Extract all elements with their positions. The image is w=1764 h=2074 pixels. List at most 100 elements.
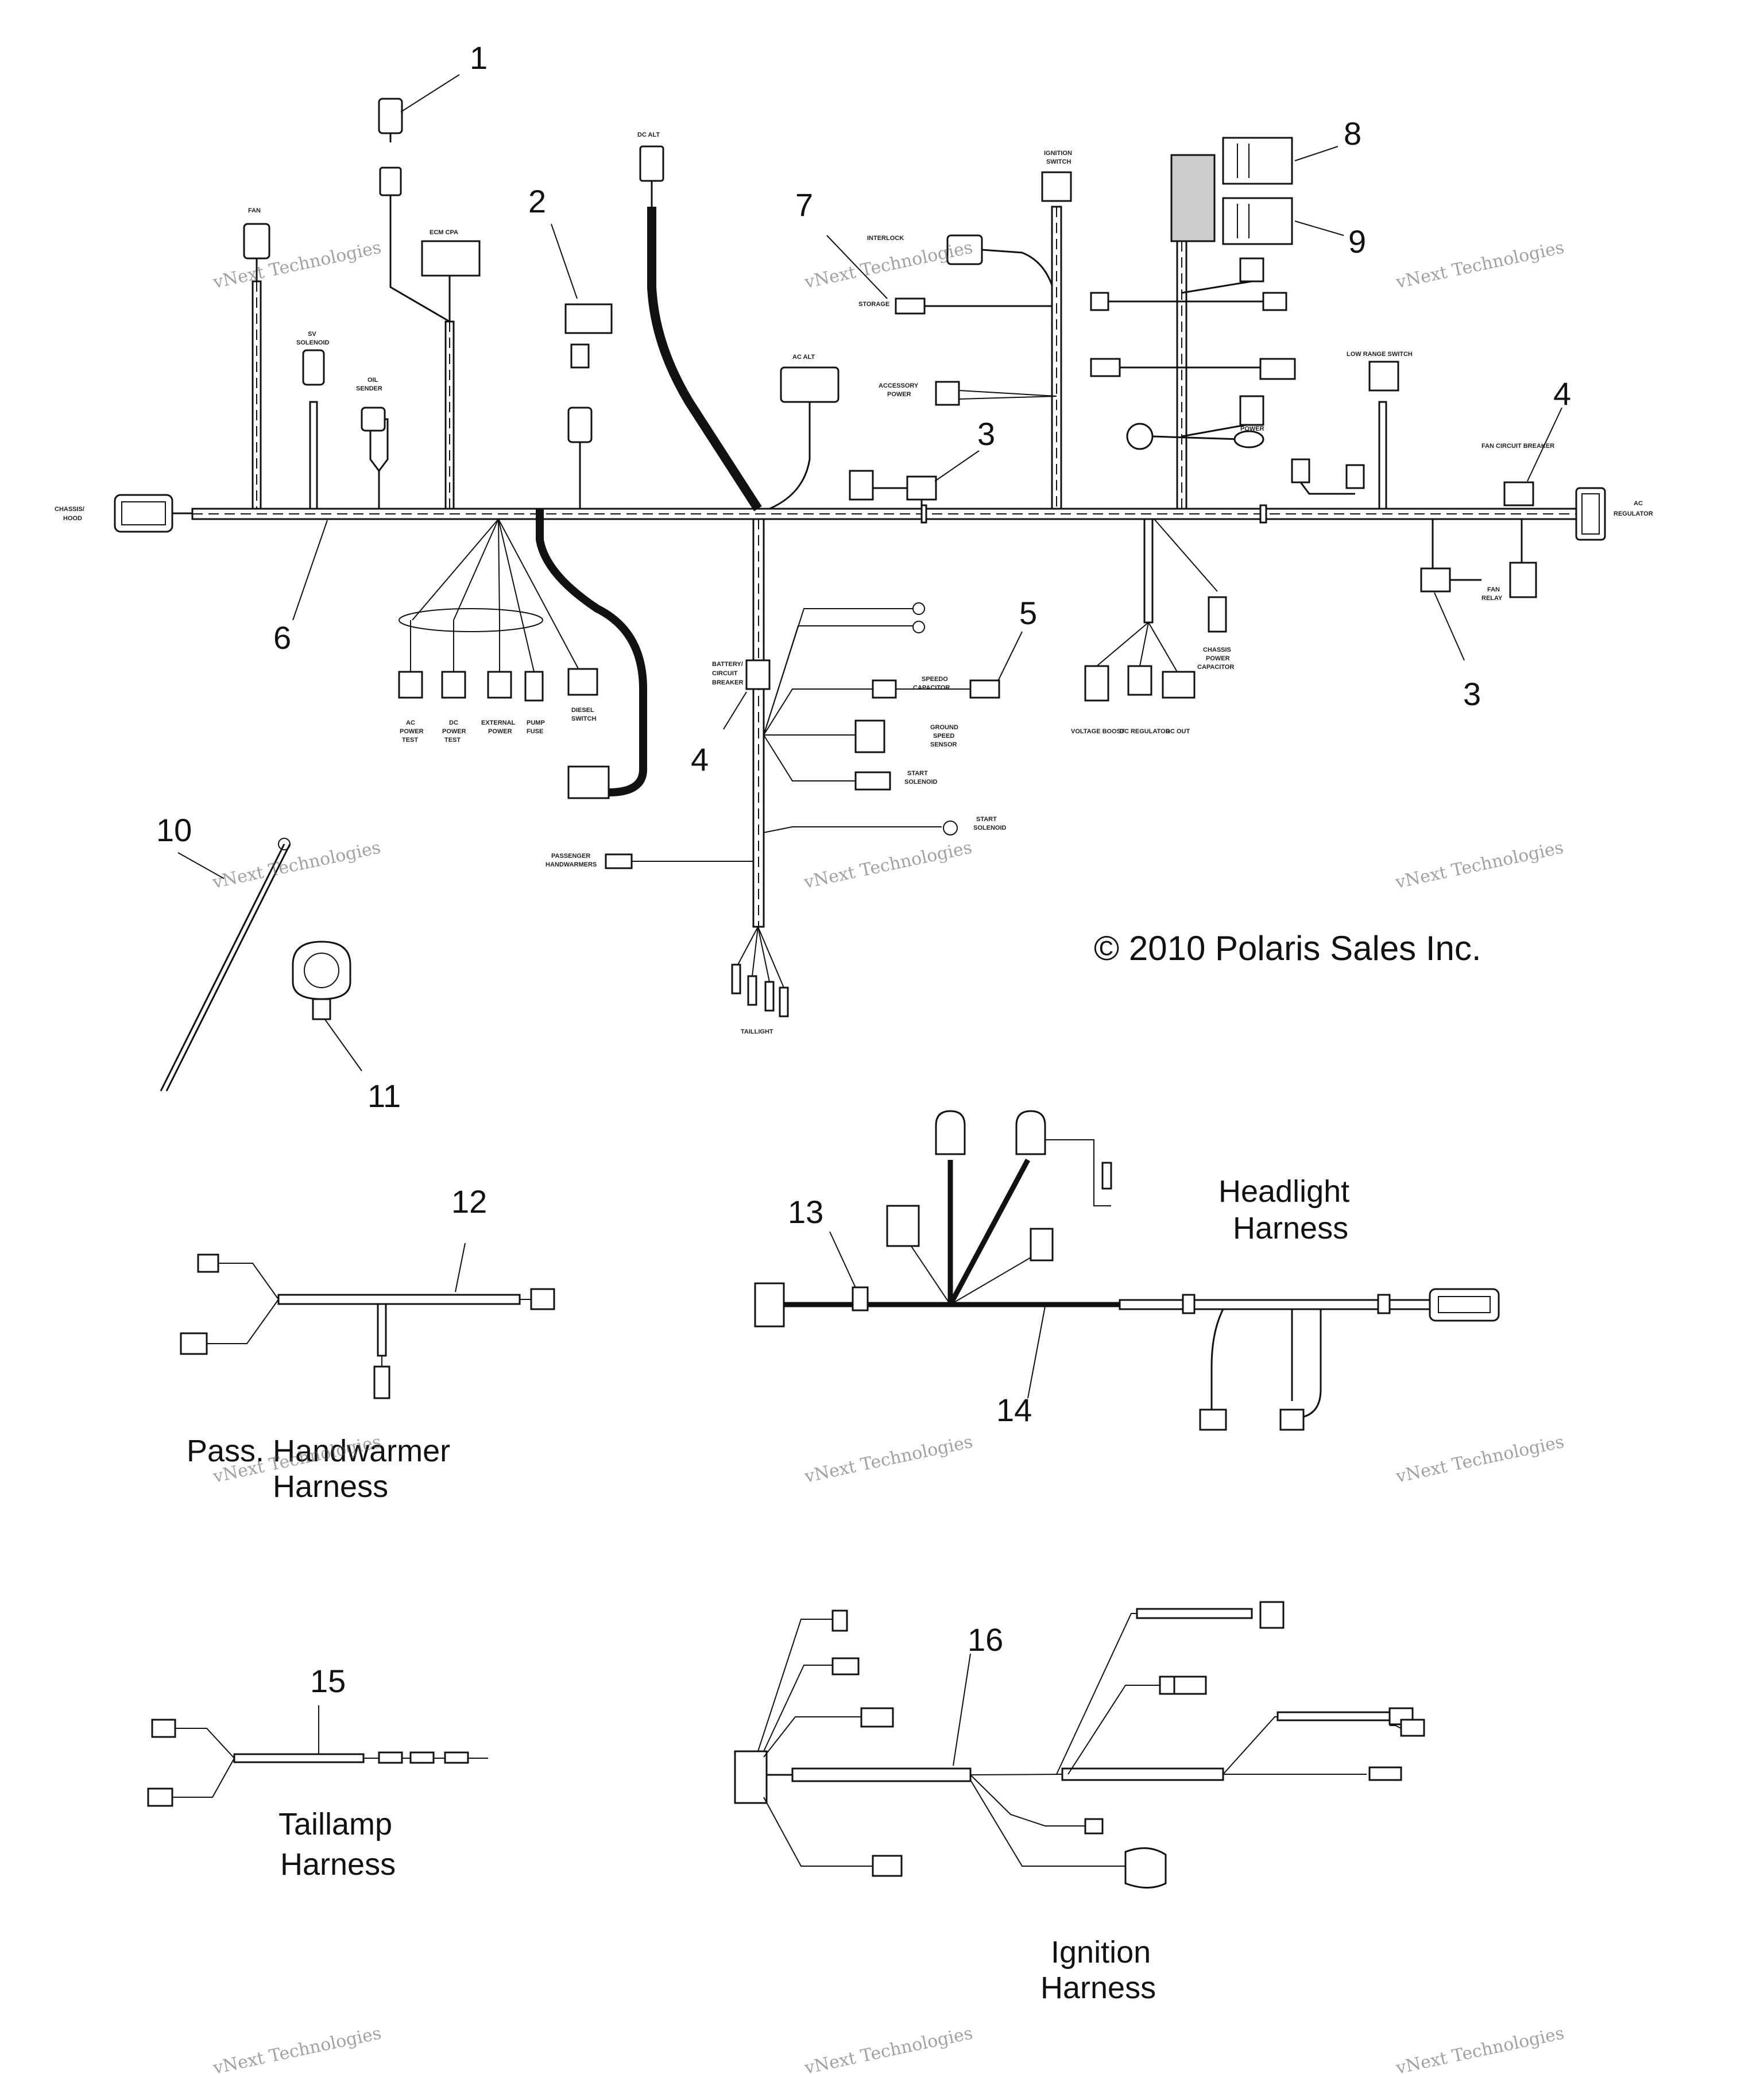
voltage-boost-connector bbox=[1084, 665, 1109, 702]
headlight-lower-connector-a bbox=[1199, 1409, 1227, 1431]
ignition-round-connector bbox=[1124, 1847, 1167, 1889]
label-ignition-switch: IGNITION bbox=[1044, 150, 1072, 157]
label-ground-speed-3: SENSOR bbox=[930, 741, 957, 748]
taillamp-connector-b bbox=[147, 1787, 173, 1807]
connector-item-13 bbox=[852, 1286, 869, 1311]
label-ac-power-test-2: POWER bbox=[400, 728, 424, 735]
callout-16: 16 bbox=[968, 1622, 1003, 1658]
handwarmer-connector-a bbox=[197, 1253, 219, 1273]
label-battery-cb-2: CIRCUIT bbox=[712, 670, 738, 677]
title-taillamp: Taillamp bbox=[278, 1807, 392, 1841]
watermark: vNext Technologies bbox=[1393, 838, 1565, 893]
callout-1: 1 bbox=[470, 40, 488, 76]
ignition-conn-top-right bbox=[1259, 1601, 1285, 1629]
label-fan-relay-2: RELAY bbox=[1481, 595, 1503, 602]
label-dc-regulator: DC REGULATOR bbox=[1120, 728, 1170, 735]
label-chassis-power-cap: CHASSIS bbox=[1203, 647, 1231, 653]
label-interlock: INTERLOCK bbox=[867, 235, 904, 242]
label-ground-speed: GROUND bbox=[930, 724, 958, 731]
handwarmer-connector-c bbox=[373, 1365, 390, 1399]
callout-7: 7 bbox=[795, 187, 813, 223]
battery-circuit-breaker bbox=[745, 659, 771, 690]
watermark: vNext Technologies bbox=[1394, 1432, 1566, 1487]
label-chassis-hood: CHASSIS/ bbox=[55, 506, 84, 513]
label-ac-power-test: AC bbox=[406, 719, 415, 726]
label-storage: STORAGE bbox=[858, 301, 889, 308]
label-power: POWER bbox=[1240, 425, 1264, 432]
connector-item-9 bbox=[1222, 197, 1293, 245]
watermark: vNext Technologies bbox=[802, 2023, 974, 2074]
ac-alt-connector bbox=[780, 366, 840, 403]
label-low-range-switch: LOW RANGE SWITCH bbox=[1347, 351, 1413, 358]
ignition-main-connector bbox=[734, 1750, 768, 1804]
headlight-lower-connector-b bbox=[1279, 1409, 1305, 1431]
label-voltage-boost: VOLTAGE BOOST bbox=[1071, 728, 1125, 735]
label-pump-fuse: PUMP bbox=[527, 719, 545, 726]
label-speedo-capacitor-2: CAPACITOR bbox=[913, 684, 950, 691]
side-connector-a bbox=[1239, 257, 1264, 283]
ignition-conn-top bbox=[831, 1609, 848, 1632]
label-start-solenoid-b: START bbox=[976, 816, 997, 823]
connector-item-1 bbox=[378, 98, 403, 134]
ac-power-test-connector bbox=[398, 671, 423, 699]
accessory-power-connector bbox=[935, 381, 960, 406]
label-dc-power-test-3: TEST bbox=[444, 737, 461, 744]
label-chassis-hood-2: HOOD bbox=[63, 515, 82, 522]
title-handwarmer: Pass. Handwarmer bbox=[187, 1434, 450, 1468]
ignition-harness: Ignition Harness bbox=[734, 1601, 1425, 2005]
headlight-harness: Headlight Harness bbox=[754, 1110, 1500, 1431]
sv-solenoid-connector bbox=[302, 349, 325, 386]
label-start-solenoid: START bbox=[907, 770, 928, 777]
pump-fuse bbox=[524, 671, 544, 702]
label-fan-circuit-breaker: FAN CIRCUIT BREAKER bbox=[1481, 443, 1554, 450]
label-external-power-2: POWER bbox=[488, 728, 512, 735]
callout-3-bottom: 3 bbox=[1463, 676, 1481, 712]
ignition-switch-connector bbox=[1041, 171, 1072, 202]
fan-circuit-breaker bbox=[1503, 481, 1534, 506]
low-range-switch-connector bbox=[1368, 361, 1399, 392]
ground-connector bbox=[1126, 423, 1154, 450]
taillamp-harness: Taillamp Harness bbox=[147, 1719, 488, 1882]
label-dc-power-test: DC bbox=[449, 719, 458, 726]
relay-item-3-left bbox=[849, 470, 874, 501]
title-ignition-2: Harness bbox=[1040, 1971, 1156, 2005]
callout-4-left: 4 bbox=[691, 741, 709, 777]
headlight-connector-side bbox=[1030, 1228, 1054, 1262]
label-fan: FAN bbox=[248, 207, 261, 214]
label-chassis-power-cap-3: CAPACITOR bbox=[1197, 664, 1234, 671]
label-taillight: TAILLIGHT bbox=[741, 1028, 773, 1035]
item-10-strap bbox=[160, 838, 291, 1092]
callout-3-top: 3 bbox=[977, 416, 995, 452]
callout-11: 11 bbox=[368, 1078, 401, 1114]
label-ignition-switch-2: SWITCH bbox=[1046, 158, 1071, 165]
taillight-pin-1 bbox=[731, 964, 741, 995]
callout-12: 12 bbox=[451, 1183, 487, 1220]
label-start-solenoid-b-2: SOLENOID bbox=[973, 825, 1007, 831]
label-dc-out: DC OUT bbox=[1166, 728, 1190, 735]
label-passenger-handwarmers: PASSENGER bbox=[551, 853, 590, 860]
dc-power-test-connector bbox=[441, 671, 466, 699]
title-headlight-2: Harness bbox=[1233, 1211, 1348, 1245]
ecm-connector bbox=[421, 240, 481, 277]
dc-out-connector bbox=[1162, 671, 1196, 699]
callout-5: 5 bbox=[1019, 595, 1037, 631]
callout-8: 8 bbox=[1344, 115, 1361, 152]
headlight-bulb-connector-left bbox=[935, 1110, 966, 1155]
label-ac-regulator-2: REGULATOR bbox=[1614, 510, 1653, 517]
title-ignition: Ignition bbox=[1051, 1935, 1151, 1969]
label-fan-relay: FAN bbox=[1487, 586, 1500, 593]
label-pump-fuse-2: FUSE bbox=[527, 728, 543, 735]
main-chassis-harness: CHASSIS/ HOOD AC REGULATOR FAN SV SOLENO… bbox=[55, 98, 1653, 1035]
connector-lower-loop bbox=[567, 765, 610, 799]
start-solenoid-connector bbox=[854, 771, 891, 791]
label-battery-cb: BATTERY/ bbox=[712, 661, 743, 668]
label-battery-cb-3: BREAKER bbox=[712, 679, 743, 686]
taillamp-connector-a bbox=[151, 1719, 176, 1738]
handwarmer-connector-b bbox=[180, 1332, 208, 1355]
label-oil-sender: OIL bbox=[368, 377, 378, 384]
chassis-power-capacitor bbox=[1208, 596, 1227, 633]
headlight-bulb-connector-right bbox=[1015, 1110, 1046, 1155]
connector-item-1-lower bbox=[379, 167, 402, 196]
ac-regulator-connector bbox=[1575, 487, 1606, 541]
oil-sender bbox=[361, 407, 386, 432]
